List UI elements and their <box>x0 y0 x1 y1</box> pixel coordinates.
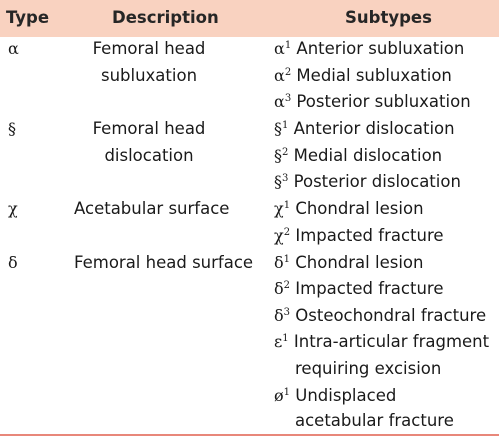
subtype-item: §2 Medial dislocation <box>274 145 443 165</box>
subtype-continuation: acetabular fracture <box>295 411 454 431</box>
row-description-line: Femoral head surface <box>74 252 254 272</box>
subtype-item: α1 Anterior subluxation <box>274 39 465 58</box>
subtype-item: δ3 Osteochondral fracture <box>274 305 487 325</box>
row-type-symbol: χ <box>8 199 18 218</box>
row-type-symbol: α <box>8 39 19 58</box>
header-subtypes: Subtypes <box>345 8 432 27</box>
subtype-item: δ1 Chondral lesion <box>274 252 424 272</box>
subtype-item: χ2 Impacted fracture <box>274 225 444 245</box>
row-type-symbol: δ <box>8 252 18 272</box>
table-header: Type Description Subtypes <box>0 0 499 37</box>
row-description-line: dislocation <box>104 145 194 165</box>
subtype-item: δ2 Impacted fracture <box>274 279 444 299</box>
header-type: Type <box>6 8 50 27</box>
subtype-item: χ1 Chondral lesion <box>274 199 424 218</box>
subtype-item: α2 Medial subluxation <box>274 65 452 85</box>
header-description: Description <box>112 8 219 27</box>
subtype-item: ø1 Undisplaced <box>274 385 397 405</box>
subtype-item: §3 Posterior dislocation <box>274 172 461 192</box>
subtype-item: §1 Anterior dislocation <box>274 119 455 138</box>
subtype-item: α3 Posterior subluxation <box>274 92 471 112</box>
row-description-line: Femoral head <box>92 39 206 58</box>
row-description-line: Femoral head <box>92 119 206 138</box>
subtype-item: ε1 Intra-articular fragment <box>274 332 490 352</box>
table-bottom-rule <box>0 434 499 436</box>
row-type-symbol: § <box>8 119 16 138</box>
subtype-continuation: requiring excision <box>295 358 442 378</box>
row-description-line: Acetabular surface <box>74 199 230 218</box>
row-description-line: subluxation <box>100 65 198 85</box>
